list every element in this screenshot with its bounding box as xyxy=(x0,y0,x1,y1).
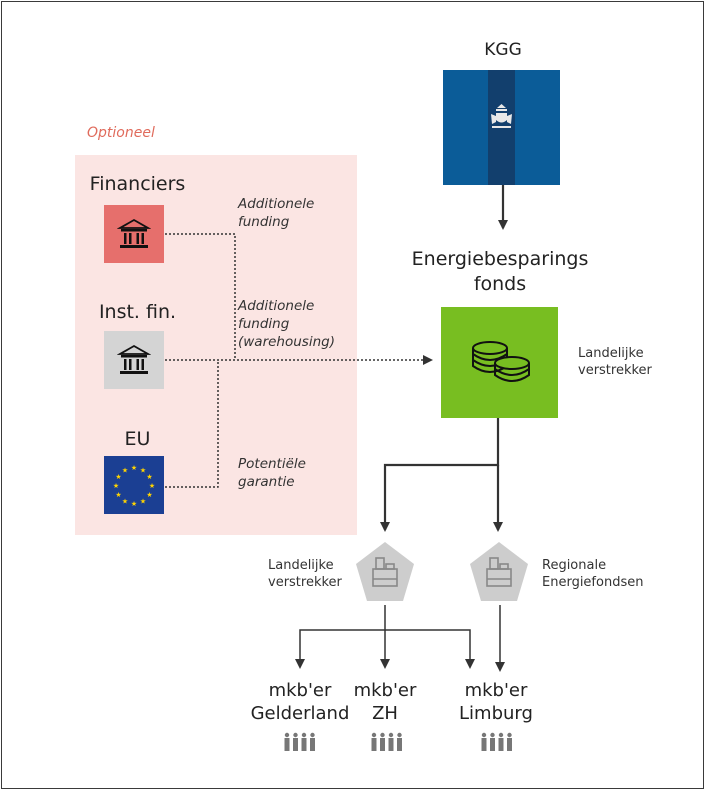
lender-to-recipients-line xyxy=(295,605,386,669)
regional-lender-label: Regionale Energiefondsen xyxy=(542,558,644,590)
financiers-funding-line xyxy=(165,233,236,360)
recipient-zh-label: mkb'er ZH xyxy=(353,680,417,724)
regional-lender-node xyxy=(470,542,528,601)
eu-note: Potentiële garantie xyxy=(238,456,306,490)
lender-to-limburg-line xyxy=(385,629,475,669)
cash-register-icon xyxy=(372,557,398,587)
svg-text:★: ★ xyxy=(146,491,152,499)
fund-to-lenders-line xyxy=(380,418,500,532)
recipient-gelderland-label: mkb'er Gelderland xyxy=(250,680,350,724)
financiers-note: Additionele funding xyxy=(238,196,315,230)
inst-fin-label: Inst. fin. xyxy=(98,301,177,323)
fund-label: Energiebesparings fonds xyxy=(411,248,589,295)
inst-fin-box xyxy=(104,331,164,389)
svg-text:★: ★ xyxy=(140,498,146,506)
eu-flag-icon: ★★★ ★★★ ★★★ ★★★ xyxy=(113,464,155,508)
svg-text:★: ★ xyxy=(146,473,152,481)
people-icon xyxy=(371,732,402,751)
eu-guarantee-line xyxy=(165,360,219,488)
bank-icon xyxy=(117,344,151,374)
kgg-label: KGG xyxy=(484,40,522,60)
optional-title: Optioneel xyxy=(87,125,155,141)
financiers-box xyxy=(104,205,164,263)
kgg-box xyxy=(443,70,560,185)
rijksoverheid-logo-icon xyxy=(488,70,515,185)
fund-side-label: Landelijke verstrekker xyxy=(578,346,652,378)
svg-text:★: ★ xyxy=(122,498,128,506)
svg-text:★: ★ xyxy=(131,500,137,508)
eu-box: ★★★ ★★★ ★★★ ★★★ xyxy=(104,456,164,514)
svg-text:★: ★ xyxy=(140,467,146,475)
inst-fin-note: Additionele funding (warehousing) xyxy=(238,298,335,350)
svg-text:★: ★ xyxy=(149,482,155,490)
financiers-label: Financiers xyxy=(89,173,186,195)
svg-text:★: ★ xyxy=(131,464,137,472)
national-lender-label: Landelijke verstrekker xyxy=(268,558,342,590)
svg-text:★: ★ xyxy=(115,473,121,481)
national-lender-node xyxy=(356,542,414,601)
people-icon xyxy=(481,732,512,751)
fund-box xyxy=(441,307,558,418)
svg-text:★: ★ xyxy=(122,467,128,475)
coins-icon xyxy=(471,340,530,382)
bank-icon xyxy=(117,218,151,248)
people-icon xyxy=(284,732,315,751)
eu-label: EU xyxy=(124,428,151,450)
recipient-limburg-label: mkb'er Limburg xyxy=(459,680,533,724)
svg-text:★: ★ xyxy=(113,482,119,490)
svg-text:★: ★ xyxy=(115,491,121,499)
cash-register-icon xyxy=(486,557,512,587)
